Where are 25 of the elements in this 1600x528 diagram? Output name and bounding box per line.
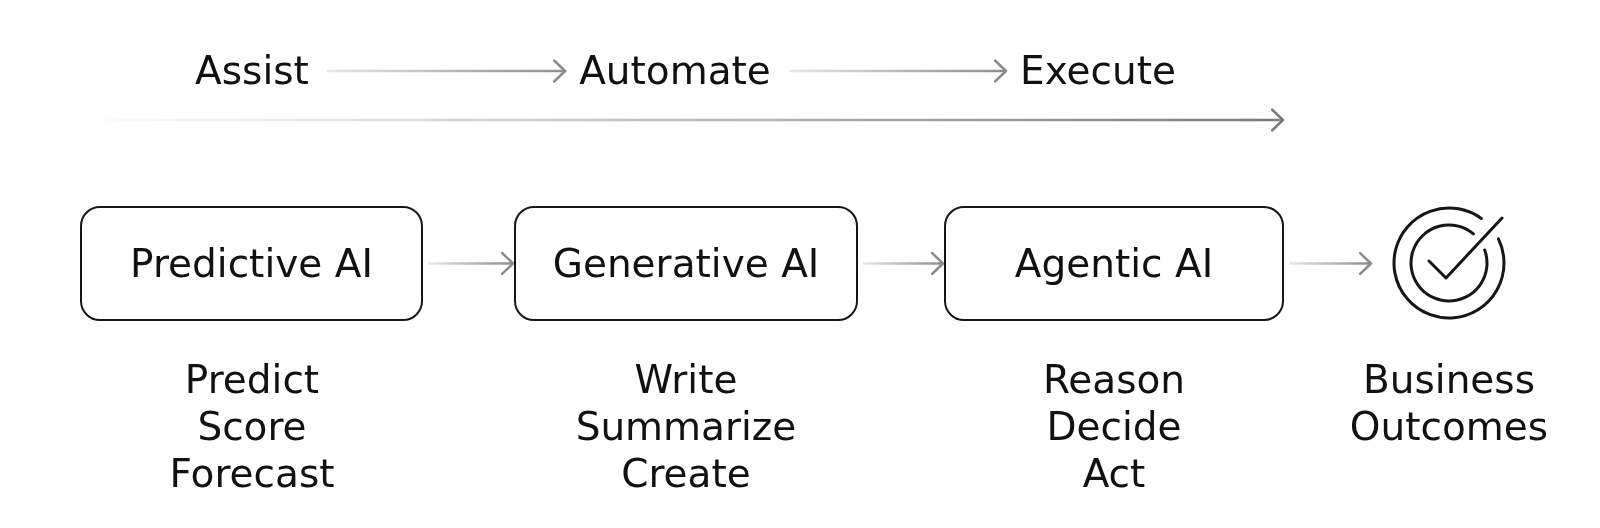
process-box: [944, 206, 1284, 321]
caption-text: Score: [197, 403, 307, 450]
arrow: [428, 251, 515, 276]
arrow: [863, 251, 945, 276]
caption-text: Act: [1082, 450, 1146, 497]
caption-text: Create: [621, 450, 751, 497]
caption-text: Write: [634, 356, 738, 403]
arrow: [1289, 251, 1373, 276]
arrow: [326, 59, 567, 83]
caption-text: Forecast: [169, 450, 335, 497]
caption-text: Summarize: [575, 403, 797, 450]
check-circle-icon: [1391, 205, 1507, 321]
node-label: Agentic AI: [1014, 240, 1214, 287]
caption-text: Business Outcomes: [1348, 356, 1550, 450]
stage-label: Assist: [195, 48, 309, 94]
caption-text: Reason: [1042, 356, 1186, 403]
arrow: [788, 59, 1008, 83]
caption-text: Decide: [1046, 403, 1182, 450]
stage-label: Automate: [579, 48, 771, 94]
caption-text: Predict: [184, 356, 320, 403]
process-box: [80, 206, 423, 321]
node-label: Generative AI: [552, 240, 820, 287]
stage-label: Execute: [1020, 48, 1176, 94]
node-label: Predictive AI: [130, 240, 373, 287]
process-box: [514, 206, 858, 321]
